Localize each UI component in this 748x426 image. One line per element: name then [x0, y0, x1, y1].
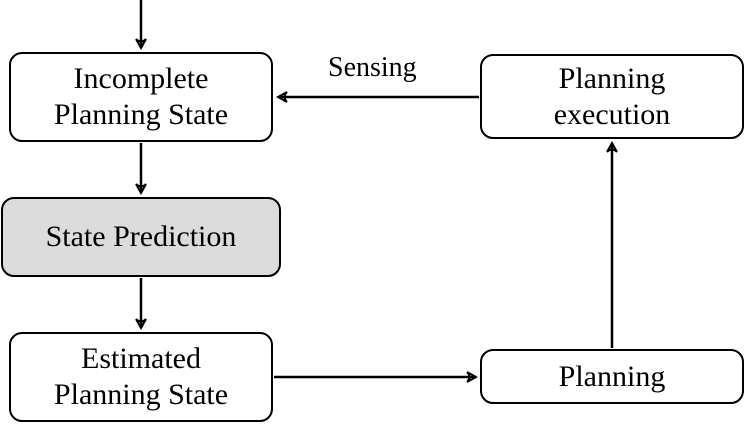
node-label: Planning: [558, 359, 666, 393]
edge-label-sensing: Sensing: [328, 52, 417, 83]
node-label-line2: Planning State: [53, 378, 229, 411]
node-label-line1: Planning: [558, 61, 666, 95]
node-planning: Planning: [480, 349, 744, 404]
node-label-line2: Planning State: [53, 98, 229, 131]
node-label: State Prediction: [45, 220, 237, 253]
node-label-line2: execution: [553, 97, 671, 131]
node-state-prediction: State Prediction: [1, 197, 281, 277]
node-label-line1: Incomplete: [73, 62, 209, 95]
node-planning-execution: Planning execution: [480, 54, 744, 139]
node-incomplete-planning-state: Incomplete Planning State: [9, 52, 273, 142]
node-estimated-planning-state: Estimated Planning State: [9, 332, 273, 422]
node-label-line1: Estimated: [81, 342, 201, 375]
